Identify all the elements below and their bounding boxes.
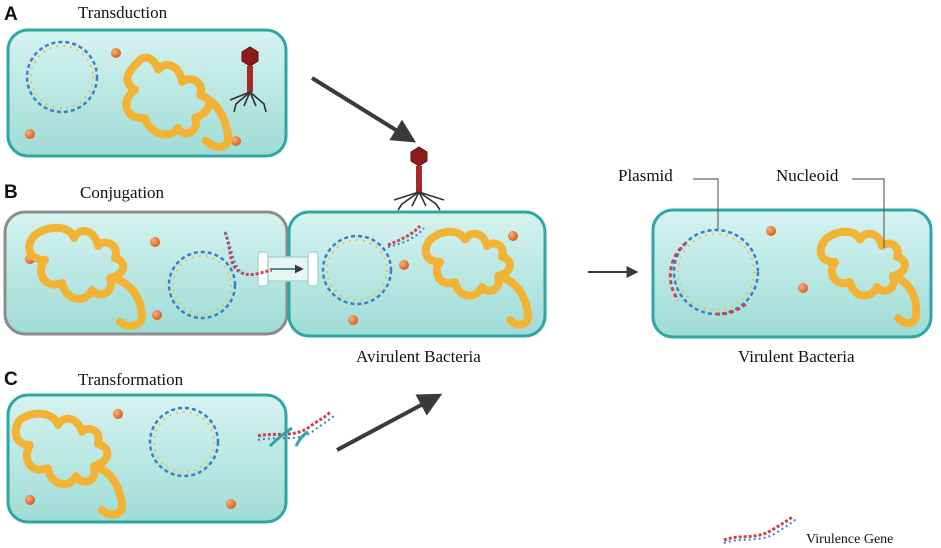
- nucleoids: [11, 53, 921, 519]
- arrow-transduction: [310, 76, 417, 143]
- panel-letter-c: C: [4, 369, 18, 390]
- bacteriophage-b-icon: [393, 146, 445, 211]
- nucleoid-b-donor: [25, 223, 146, 330]
- arrow-transformation: [336, 393, 443, 452]
- ribosome-dots: [25, 48, 808, 509]
- uptake-channel: [268, 426, 309, 448]
- plasmid-callout-line: [693, 178, 719, 230]
- nucleoid-a: [122, 53, 233, 151]
- bacteriophage-a-icon: [229, 46, 267, 113]
- virulent-bacteria-label: Virulent Bacteria: [738, 347, 855, 366]
- panel-title-transformation: Transformation: [78, 370, 184, 389]
- nucleoid-b-recipient: [421, 227, 532, 329]
- conjugation-pilus: [257, 251, 319, 287]
- nucleoid-callout-line: [852, 178, 885, 248]
- plasmid-ring-virulent: [668, 228, 760, 316]
- nucleoid-virulent: [816, 227, 921, 328]
- virulence-gene-legend-icon: [723, 515, 793, 542]
- plasmid-label: Plasmid: [618, 166, 673, 185]
- plasmid-ring-b-recipient: [321, 234, 393, 306]
- avirulent-bacteria-label: Avirulent Bacteria: [356, 347, 481, 366]
- panel-letter-b: B: [4, 182, 18, 203]
- plasmid-ring-b-donor: [167, 250, 237, 320]
- legend-virulence-gene-label: Virulence Gene: [806, 532, 893, 547]
- virulence-gene-strands: [223, 224, 425, 441]
- transduction-donor-cell: [6, 28, 288, 158]
- plasmid-rings: [25, 40, 760, 478]
- panel-letter-a: A: [4, 4, 18, 25]
- panel-title-conjugation: Conjugation: [80, 183, 165, 202]
- panel-title-transduction: Transduction: [78, 3, 168, 22]
- virulent-bacteria-cell: [651, 208, 933, 339]
- nucleoid-label: Nucleoid: [776, 166, 839, 185]
- nucleoid-c: [11, 409, 126, 519]
- legend-virulence-gene: Virulence Gene: [723, 515, 893, 547]
- plasmid-ring-c: [148, 406, 220, 478]
- plasmid-ring-a: [25, 40, 99, 114]
